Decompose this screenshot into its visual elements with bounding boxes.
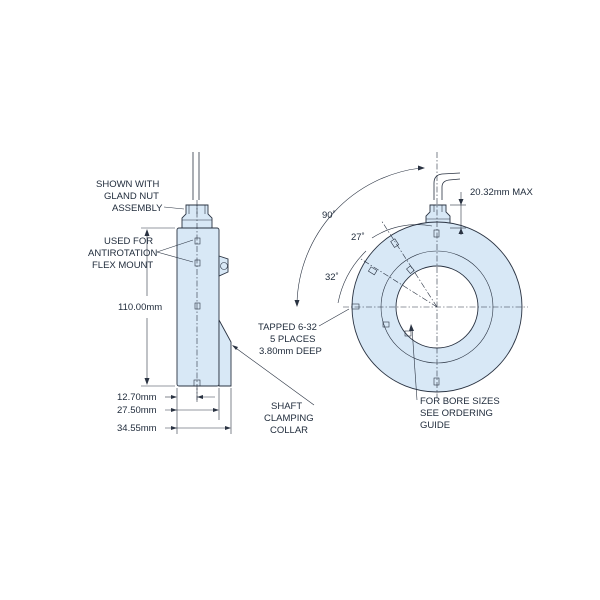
- collar-note-line-2: CLAMPING: [264, 413, 314, 424]
- leader-line: [156, 251, 194, 263]
- arrow-icon: [458, 199, 464, 205]
- arrow-icon: [458, 228, 464, 234]
- angle-27-ray: [380, 219, 438, 308]
- front-view: 90˚ 27˚ 32˚ 20.32mm MAX TAPPED 6-32 5 PL…: [258, 152, 533, 431]
- arrow-icon: [171, 408, 177, 412]
- arrow-icon: [418, 165, 425, 171]
- collar-hole-icon: [404, 330, 412, 337]
- angle-32-label: 32˚: [325, 272, 339, 283]
- tapped-hole-icon: [433, 229, 440, 238]
- arrow-icon: [171, 426, 177, 430]
- leader-line: [232, 345, 315, 406]
- angle-90-label: 90˚: [322, 210, 336, 221]
- arrow-icon: [171, 395, 177, 399]
- cable-line: [441, 178, 461, 200]
- tapped-hole-icon: [390, 238, 400, 248]
- arrow-icon: [197, 395, 203, 399]
- arrow-icon: [144, 378, 150, 385]
- angle-90-arc: [296, 167, 422, 304]
- leader-line: [156, 239, 194, 253]
- leader-line: [411, 327, 418, 401]
- gland-note-line-1: SHOWN WITH: [96, 179, 159, 190]
- side-view: SHOWN WITH GLAND NUT ASSEMBLY USED FOR A…: [88, 152, 315, 436]
- arrow-icon: [232, 345, 238, 350]
- collar-note-line-3: COLLAR: [270, 425, 308, 436]
- antirotation-note-line-2: ANTIROTATION: [88, 248, 157, 259]
- bore-note-line-3: GUIDE: [420, 420, 450, 431]
- arrow-icon: [144, 229, 150, 236]
- bore-note-line-1: FOR BORE SIZES: [420, 396, 500, 407]
- gland-note-line-3: ASSEMBLY: [112, 203, 163, 214]
- tapped-hole-icon: [433, 377, 440, 386]
- antirotation-note-line-3: FLEX MOUNT: [92, 260, 153, 271]
- flex-mount-hole-icon: [220, 262, 228, 270]
- collar-hole-icon: [382, 321, 390, 328]
- bore-note-line-2: SEE ORDERING: [420, 408, 493, 419]
- flex-mount-tab: [218, 255, 229, 277]
- arrow-icon: [213, 408, 219, 412]
- tapped-hole-icon: [351, 303, 360, 310]
- tapped-hole-icon: [194, 259, 201, 267]
- leader-line: [318, 308, 350, 327]
- dimension-12-70-label: 12.70mm: [117, 392, 157, 403]
- arrow-icon: [409, 324, 414, 331]
- cable-line: [433, 172, 461, 200]
- dimension-27-50-label: 27.50mm: [117, 405, 157, 416]
- angle-32-ray: [360, 258, 438, 308]
- leader-line: [163, 206, 185, 210]
- dimension-34-55-label: 34.55mm: [117, 423, 157, 434]
- max-dimension-label: 20.32mm MAX: [470, 187, 533, 198]
- arrow-icon: [294, 300, 300, 307]
- encoder-housing: [176, 227, 220, 387]
- angle-32-arc: [337, 250, 367, 304]
- tapped-note-line-2: 5 PLACES: [270, 334, 315, 345]
- arrow-icon: [225, 426, 231, 430]
- collar-note-line-1: SHAFT: [271, 401, 302, 412]
- tapped-hole-icon: [367, 266, 378, 276]
- angle-27-label: 27˚: [351, 232, 365, 243]
- collar-hole-icon: [406, 265, 415, 275]
- clamping-collar: [218, 319, 232, 387]
- gland-note-line-2: GLAND NUT: [104, 191, 159, 202]
- antirotation-note-line-1: USED FOR: [104, 236, 153, 247]
- tapped-note-line-1: TAPPED 6-32: [258, 322, 317, 333]
- tapped-hole-icon: [194, 237, 201, 245]
- height-dimension-label: 110.00mm: [118, 302, 162, 313]
- tapped-hole-icon: [194, 302, 201, 310]
- tapped-note-line-3: 3.80mm DEEP: [259, 346, 322, 357]
